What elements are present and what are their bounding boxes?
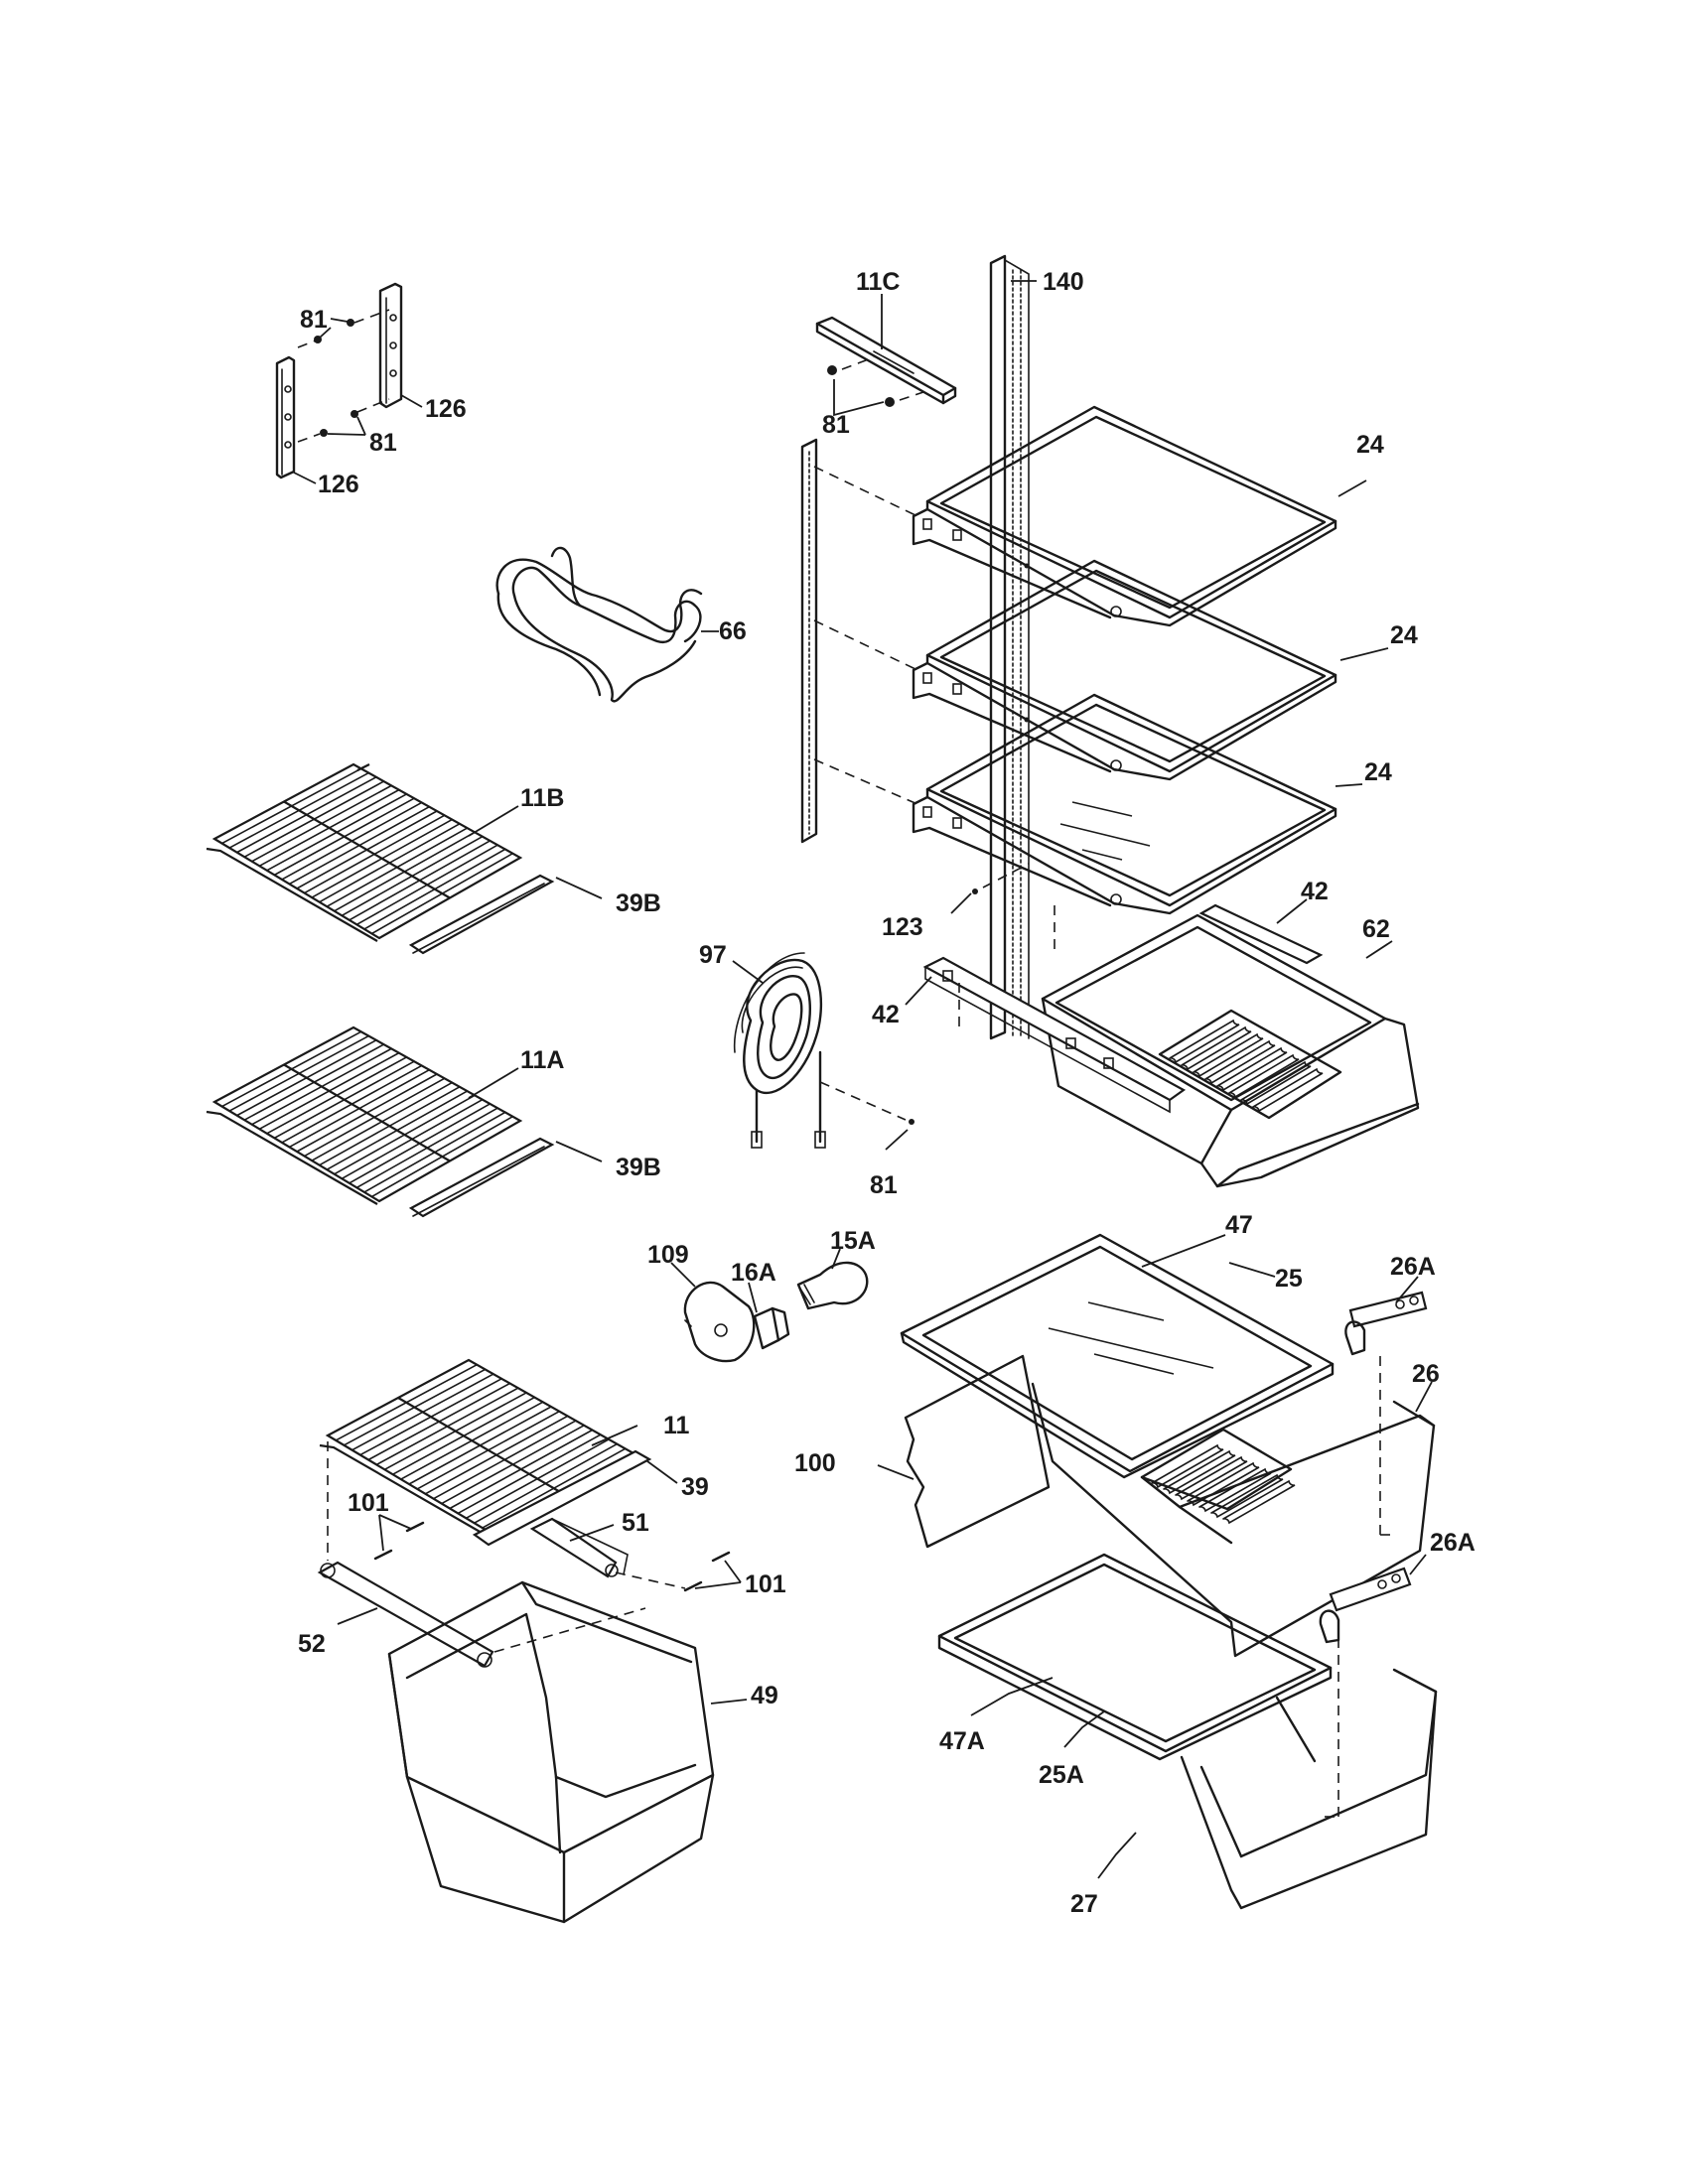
callout-labels: 140 11C 81 126 81 81 126 24 66 24 24 11B… xyxy=(298,268,1476,1918)
wire-shelf-11B xyxy=(206,762,523,942)
callout-52: 52 xyxy=(298,1630,326,1658)
slide-52 xyxy=(317,1561,494,1668)
light-cover-109 xyxy=(683,1281,756,1363)
clip-26A-upper xyxy=(1344,1291,1428,1536)
callout-25A: 25A xyxy=(1039,1761,1084,1789)
callout-109: 109 xyxy=(647,1241,689,1269)
wire-bottle-rack-66 xyxy=(495,546,703,703)
slide-51 xyxy=(529,1517,629,1578)
callout-42: 42 xyxy=(1301,878,1329,905)
callout-81: 81 xyxy=(300,306,328,334)
callout-24: 24 xyxy=(1364,758,1392,786)
callout-39B: 39B xyxy=(616,889,661,917)
bracket-126-pair xyxy=(275,282,403,479)
crisper-pan-26 xyxy=(1031,1382,1436,1658)
callout-42: 42 xyxy=(872,1001,900,1028)
crisper-cover-25A xyxy=(937,1553,1333,1761)
callout-62: 62 xyxy=(1362,915,1390,943)
callout-126: 126 xyxy=(318,471,359,498)
callout-49: 49 xyxy=(751,1682,778,1709)
support-bracket-11C xyxy=(815,316,957,405)
crisper-cover-25 xyxy=(900,1233,1335,1479)
callout-26A: 26A xyxy=(1390,1253,1436,1281)
screws-101 xyxy=(373,1521,731,1592)
callout-11: 11 xyxy=(663,1412,690,1439)
callout-25: 25 xyxy=(1275,1265,1303,1293)
callout-11A: 11A xyxy=(520,1046,564,1074)
trim-39 xyxy=(472,1449,652,1547)
callout-100: 100 xyxy=(794,1449,836,1477)
trim-39B-upper xyxy=(408,874,555,955)
trim-39B-lower xyxy=(408,1137,555,1218)
callout-81: 81 xyxy=(822,411,850,439)
callout-47A: 47A xyxy=(939,1727,985,1755)
callout-81: 81 xyxy=(369,429,397,457)
callout-47: 47 xyxy=(1225,1211,1253,1239)
heater-coil-97 xyxy=(733,952,826,1149)
glass-shelf-24-middle xyxy=(813,559,1337,781)
callout-101: 101 xyxy=(348,1489,389,1517)
callout-51: 51 xyxy=(622,1509,649,1537)
callout-81: 81 xyxy=(870,1171,898,1199)
callout-11B: 11B xyxy=(520,784,564,812)
bulb-15A xyxy=(796,1261,869,1310)
callout-140: 140 xyxy=(1043,268,1084,296)
callout-27: 27 xyxy=(1070,1890,1098,1918)
callout-39B: 39B xyxy=(616,1154,661,1181)
glass-shelf-24-top xyxy=(813,405,1337,627)
callout-97: 97 xyxy=(699,941,727,969)
callout-26A: 26A xyxy=(1430,1529,1476,1557)
callout-123: 123 xyxy=(882,913,923,941)
partition-100 xyxy=(904,1354,1051,1549)
callout-15A: 15A xyxy=(830,1227,876,1255)
callout-16A: 16A xyxy=(731,1259,776,1287)
storage-bin-49 xyxy=(387,1580,715,1924)
wire-shelf-11 xyxy=(319,1358,636,1538)
callout-26: 26 xyxy=(1412,1360,1440,1388)
callout-126: 126 xyxy=(425,395,467,423)
crisper-pan-62 xyxy=(1041,913,1420,1188)
callout-24: 24 xyxy=(1356,431,1384,459)
crisper-pan-27 xyxy=(1180,1668,1438,1910)
callout-24: 24 xyxy=(1390,621,1418,649)
slide-rail-42 xyxy=(922,903,1324,1114)
glass-shelf-24-bottom xyxy=(813,693,1337,915)
callout-66: 66 xyxy=(719,617,747,645)
vertical-rail-140 xyxy=(989,254,1030,1040)
callout-11C: 11C xyxy=(856,268,900,296)
vertical-rail-left xyxy=(800,438,818,844)
socket-16A xyxy=(753,1306,790,1350)
callout-39: 39 xyxy=(681,1473,709,1501)
wire-shelf-11A xyxy=(206,1025,523,1205)
callout-101: 101 xyxy=(745,1570,786,1598)
clip-26A-lower xyxy=(1319,1567,1412,1818)
